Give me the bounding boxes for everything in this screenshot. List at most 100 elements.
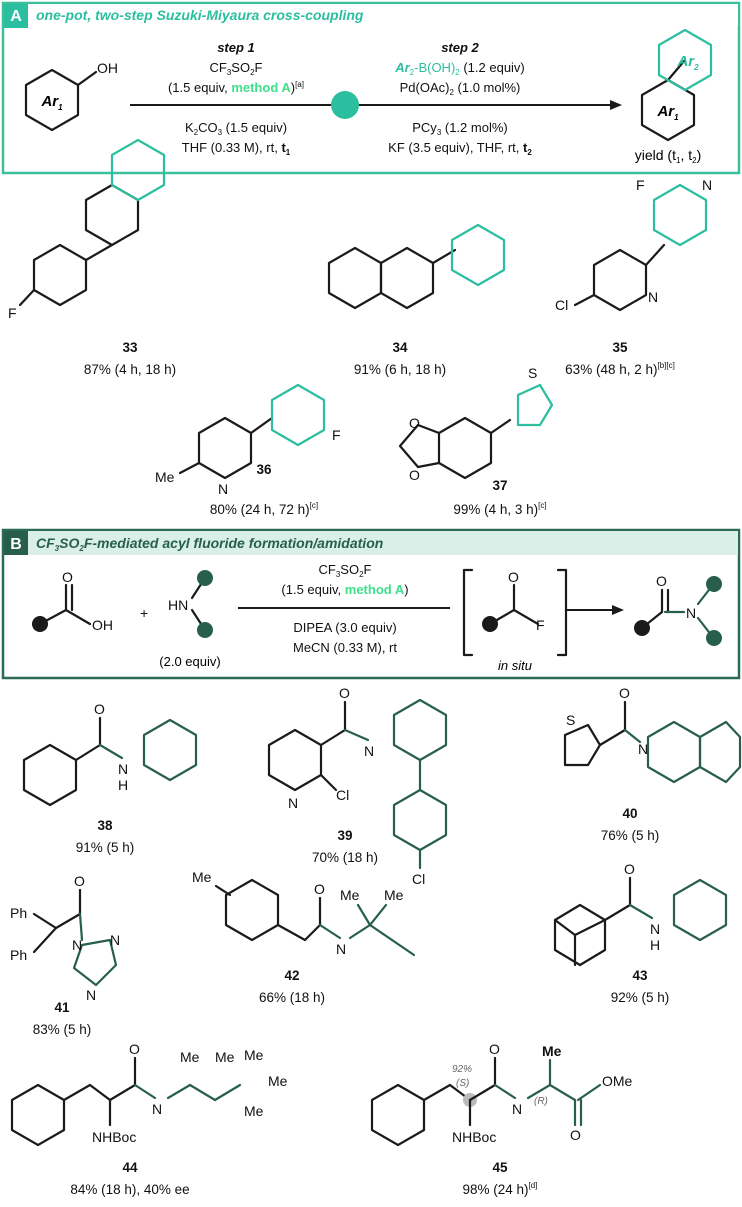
- fluoro-label: F: [636, 177, 645, 193]
- nhboc-label: NHBoc: [92, 1129, 136, 1145]
- reagent-b: CF3SO2F: [319, 562, 372, 579]
- product-ar1: Ar1: [656, 103, 679, 122]
- compound-38-id: 38: [97, 818, 113, 833]
- step1-heading: step 1: [217, 40, 255, 55]
- compound-45-id: 45: [492, 1160, 508, 1175]
- compound-43-id: 43: [632, 968, 648, 983]
- amide-o: O: [656, 573, 667, 589]
- compound-42-yield: 66% (18 h): [259, 990, 325, 1005]
- acyl-o: O: [508, 569, 519, 585]
- compound-43-yield: 92% (5 h): [611, 990, 670, 1005]
- compound-35-id: 35: [612, 340, 628, 355]
- compound-38-yield: 91% (5 h): [76, 840, 135, 855]
- step1-equiv: (1.5 equiv, method A)[a]: [168, 80, 304, 95]
- methyl-d: Me: [268, 1073, 288, 1089]
- compound-43-structure: O N H: [553, 861, 728, 967]
- compound-36-id: 36: [256, 462, 272, 477]
- compound-45-structure: 92% (S) NHBoc O N Me (R) O OMe: [370, 1041, 633, 1147]
- ester-o: O: [570, 1127, 581, 1143]
- methyl-c: Me: [244, 1047, 264, 1063]
- methyl-b: Me: [215, 1049, 235, 1065]
- compound-37-id: 37: [492, 478, 507, 493]
- step2-boronic: Ar2-B(OH)2 (1.2 equiv): [394, 60, 525, 77]
- compound-39-id: 39: [337, 828, 352, 843]
- nh-label: N: [364, 743, 374, 759]
- nhboc-label: NHBoc: [452, 1129, 496, 1145]
- pyridine-n2-label: N: [702, 177, 712, 193]
- compound-40-id: 40: [622, 806, 637, 821]
- compound-34-structure: [327, 223, 506, 310]
- amide-o: O: [74, 873, 85, 889]
- acid-o: O: [62, 569, 73, 585]
- amide-o: O: [619, 685, 630, 701]
- fluoro-label: F: [332, 427, 341, 443]
- acyl-f: F: [536, 617, 545, 633]
- product-ar2: Ar2: [676, 53, 699, 72]
- dioxole-o2: O: [409, 467, 420, 483]
- amide-o: O: [314, 881, 325, 897]
- amide-o: O: [94, 701, 105, 717]
- plus-sign: +: [140, 605, 148, 621]
- step2-catalyst: Pd(OAc)2 (1.0 mol%): [400, 80, 521, 97]
- ee-mark: 92%: [452, 1064, 472, 1075]
- panel-a: A one-pot, two-step Suzuki-Miyaura cross…: [1, 1, 741, 175]
- compound-41-id: 41: [54, 1000, 70, 1015]
- biaryl-product: Ar1 Ar2: [640, 28, 713, 142]
- nh-label: N: [336, 941, 346, 957]
- step1-reagent: CF3SO2F: [210, 60, 263, 77]
- step2-heading: step 2: [441, 40, 479, 55]
- in-situ-label: in situ: [498, 658, 532, 673]
- phenyl-1: Ph: [10, 905, 27, 921]
- compound-33-yield: 87% (4 h, 18 h): [84, 362, 176, 377]
- methyl-2: Me: [384, 887, 404, 903]
- nh-h: H: [118, 777, 128, 793]
- amide-o: O: [339, 685, 350, 701]
- oh-label: OH: [97, 60, 118, 76]
- nh-h: H: [650, 937, 660, 953]
- dioxole-o1: O: [409, 415, 420, 431]
- triazole-n1: N: [72, 937, 82, 953]
- methyl-1: Me: [340, 887, 360, 903]
- panel-b: B CF3SO2F-mediated acyl fluoride formati…: [1, 528, 741, 680]
- compound-41-yield: 83% (5 h): [33, 1022, 92, 1037]
- amine-equiv: (2.0 equiv): [159, 654, 220, 669]
- triazole-n3: N: [86, 987, 96, 1003]
- step2-ligand: PCy3 (1.2 mol%): [412, 120, 507, 137]
- compound-40-structure: S O N: [563, 685, 742, 784]
- thiophene-s: S: [528, 365, 537, 381]
- phenol-reactant: OH Ar1: [24, 60, 118, 132]
- compound-44-structure: NHBoc O N Me Me Me Me Me: [10, 1041, 288, 1147]
- panel-a-letter: A: [10, 8, 22, 25]
- panel-a-title: one-pot, two-step Suzuki-Miyaura cross-c…: [36, 7, 364, 23]
- compound-33-id: 33: [122, 340, 138, 355]
- compound-37-structure: O O S: [398, 365, 554, 483]
- compound-44-id: 44: [122, 1160, 138, 1175]
- methyl-e: Me: [244, 1103, 264, 1119]
- ome-label: OMe: [602, 1073, 633, 1089]
- compound-40-yield: 76% (5 h): [601, 828, 660, 843]
- compound-45-yield: 98% (24 h)[d]: [463, 1181, 538, 1197]
- amide-o: O: [129, 1041, 140, 1057]
- nh-label: N: [512, 1101, 522, 1117]
- compound-35-structure: Cl N F N: [555, 177, 712, 313]
- compound-38-structure: O N H: [22, 701, 198, 807]
- acid-oh: OH: [92, 617, 113, 633]
- thiophene-s: S: [566, 712, 575, 728]
- pyridine-n-label: N: [218, 481, 228, 497]
- compound-42-structure: Me O N Me Me: [192, 869, 416, 957]
- compound-42-id: 42: [284, 968, 299, 983]
- fluorine-label: F: [8, 305, 17, 321]
- triazole-n2: N: [110, 932, 120, 948]
- tiq-n: N: [638, 741, 648, 757]
- pyridine-n-label: N: [648, 289, 658, 305]
- methyl-label: Me: [192, 869, 212, 885]
- reagent-b-equiv: (1.5 equiv, method A): [281, 582, 408, 597]
- chlorine-label: Cl: [555, 297, 568, 313]
- pyridine-n: N: [288, 795, 298, 811]
- solvent-b: MeCN (0.33 M), rt: [293, 640, 397, 655]
- methyl-label: Me: [155, 469, 175, 485]
- step2-conditions: KF (3.5 equiv), THF, rt, t2: [388, 140, 532, 157]
- amide-o: O: [624, 861, 635, 877]
- phenyl-2: Ph: [10, 947, 27, 963]
